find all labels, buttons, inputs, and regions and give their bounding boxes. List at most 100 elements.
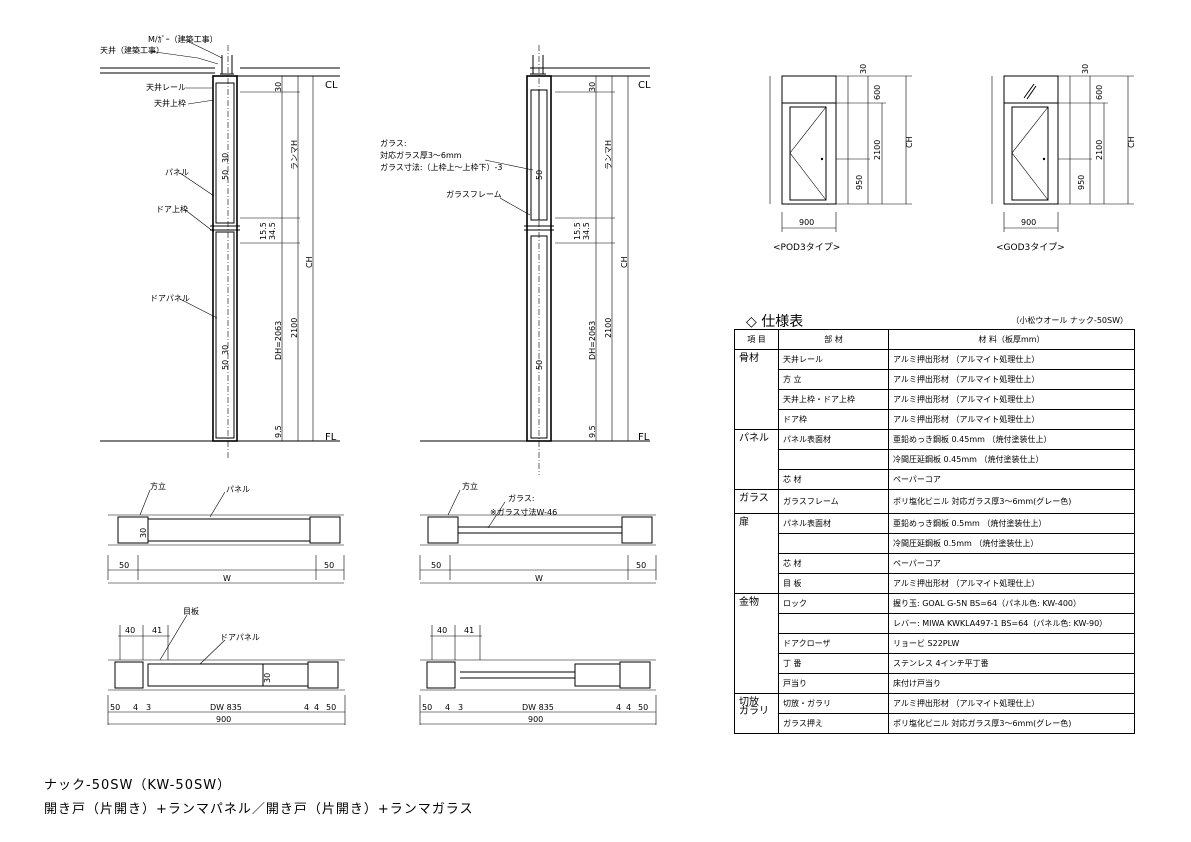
plan-glass xyxy=(419,489,657,584)
pod-caption: <POD3タイプ> xyxy=(773,242,840,253)
god-d600: 600 xyxy=(1095,85,1104,100)
spec-row: 骨材天井レールアルミ押出形材 （アルマイト処理仕上） xyxy=(734,349,1135,430)
spec-material: アルミ押出形材 （アルマイト処理仕上） xyxy=(888,409,1135,430)
spec-part xyxy=(778,449,889,470)
pod-d600: 600 xyxy=(873,85,882,100)
god-ch: CH xyxy=(1127,136,1136,148)
pod-w: 900 xyxy=(799,218,814,227)
pod-ch: CH xyxy=(905,136,914,148)
spec-part: 戸当り xyxy=(778,673,889,694)
dim-dw-b: DW 835 xyxy=(522,703,554,712)
spec-part: パネル表面材 xyxy=(778,513,889,534)
footer-description: 開き戸（片開き）+ランマパネル／開き戸（片開き）+ランマガラス xyxy=(44,802,474,817)
spec-row: 丁 番ステンレス 4インチ平丁番 xyxy=(735,653,1135,674)
footer-model: ナック-50SW（KW-50SW） xyxy=(44,778,232,793)
dim-b3-b: 3 xyxy=(458,703,463,712)
spec-row: ガラス押えポリ塩化ビニル 対応ガラス厚3～6mm(グレー色) xyxy=(735,713,1135,734)
spec-material: 冷間圧延鋼板 0.45mm （焼付塗装仕上） xyxy=(888,449,1135,470)
dim-b4r-b: 4 xyxy=(616,703,621,712)
spec-row: 冷間圧延鋼板 0.5mm （焼付塗装仕上） xyxy=(735,533,1135,554)
spec-material: アルミ押出形材 （アルマイト処理仕上） xyxy=(888,349,1135,370)
dim-ramma-right: ランマH xyxy=(604,140,613,170)
plan-panel xyxy=(107,489,345,584)
spec-material: レバー: MIWA KWKLA497-1 BS=64（パネル色: KW-90） xyxy=(888,613,1135,634)
spec-table-body: 項 目 部 材 材 料（板厚mm） 骨材天井レールアルミ押出形材 （アルマイト処… xyxy=(734,329,1135,734)
god-d950: 950 xyxy=(1077,175,1086,190)
dim-b50r-a: 50 xyxy=(326,703,336,712)
spec-part xyxy=(778,613,889,634)
spec-material: リョービ S22PLW xyxy=(888,633,1135,654)
spec-header: ◇ 仕様表 （小松ウオール ナック-50SW） xyxy=(734,311,1134,330)
dim-95-right: 9.5 xyxy=(588,425,597,438)
spec-category: パネル xyxy=(734,429,779,490)
spec-material: 床付け戸当り xyxy=(888,673,1135,694)
spec-table-container: ◇ 仕様表 （小松ウオール ナック-50SW） 項 目 部 材 材 料（板厚mm… xyxy=(734,311,1135,734)
label-ceiling: 天井（建築工事） xyxy=(100,45,164,55)
spec-part: 天井レール xyxy=(778,349,889,370)
spec-part: 切放・ガラリ xyxy=(778,693,889,714)
dim-345-left: 34.5 xyxy=(268,222,277,240)
dim-b50l-a: 50 xyxy=(110,703,120,712)
spec-row: 戸当り床付け戸当り xyxy=(735,673,1135,694)
spec-row: 金物ロック握り玉: GOAL G-5N BS=64（パネル色: KW-400） xyxy=(734,593,1135,694)
dim-top-right: 30 xyxy=(588,82,597,92)
spec-material: ポリ塩化ビニル 対応ガラス厚3～6mm(グレー色) xyxy=(888,489,1135,514)
spec-material: 亜鉛めっき鋼板 0.45mm （焼付塗装仕上） xyxy=(888,429,1135,450)
label-cl-left: CL xyxy=(325,80,338,91)
spec-part: 丁 番 xyxy=(778,653,889,674)
spec-row: 芯 材ペーパーコア xyxy=(735,553,1135,574)
god-caption: <GOD3タイプ> xyxy=(996,242,1065,253)
dim-2100-right: 2100 xyxy=(604,318,613,338)
label-face-board: 目板 xyxy=(183,606,199,616)
dim-top-left: 30 xyxy=(274,82,283,92)
dim-ch-right: CH xyxy=(620,256,629,268)
label-post-a: 方立 xyxy=(150,481,166,491)
num-50a-right: 50 xyxy=(535,170,544,180)
dim-b4l-b: 4 xyxy=(445,703,450,712)
spec-material: ペーパーコア xyxy=(888,469,1135,490)
label-glass-spec-1: 対応ガラス厚3～6mm xyxy=(380,150,462,160)
spec-row: 天井上枠・ドア上枠アルミ押出形材 （アルマイト処理仕上） xyxy=(735,389,1135,410)
god-w: 900 xyxy=(1021,218,1036,227)
label-ceiling-rail: 天井レール xyxy=(146,82,186,92)
spec-material: ステンレス 4インチ平丁番 xyxy=(888,653,1135,674)
spec-part: ドア枠 xyxy=(778,409,889,430)
dim-40-a: 40 xyxy=(125,626,135,635)
section-left xyxy=(100,39,340,460)
spec-category: 骨材 xyxy=(734,349,779,430)
dim-left-a: 50 xyxy=(119,561,129,570)
dim-40-b: 40 xyxy=(437,626,447,635)
god-d30: 30 xyxy=(1081,64,1090,74)
dim-total-a: 900 xyxy=(216,715,231,724)
plan-door-1 xyxy=(107,614,346,725)
spec-material: アルミ押出形材 （アルマイト処理仕上） xyxy=(888,573,1135,594)
label-mullion: M/ｶﾞｰ（建築工事） xyxy=(148,34,218,44)
spec-part: ドアクローザ xyxy=(778,633,889,654)
dim-right-b: 50 xyxy=(636,561,646,570)
spec-row: 扉パネル表面材亜鉛めっき鋼板 0.5mm （焼付塗装仕上） xyxy=(734,513,1135,594)
num-50b-right: 50 xyxy=(535,360,544,370)
spec-row: 冷間圧延鋼板 0.45mm （焼付塗装仕上） xyxy=(735,449,1135,470)
pod-d950: 950 xyxy=(855,175,864,190)
label-door-top-frame: ドア上枠 xyxy=(156,204,188,214)
dim-345-right: 34.5 xyxy=(582,222,591,240)
spec-material: ペーパーコア xyxy=(888,553,1135,574)
spec-row: ガラスガラスフレームポリ塩化ビニル 対応ガラス厚3～6mm(グレー色) xyxy=(734,489,1135,514)
spec-part xyxy=(778,533,889,554)
spec-subtitle: （小松ウオール ナック-50SW） xyxy=(1011,316,1128,325)
label-cl-right: CL xyxy=(638,80,651,91)
spec-category: 切放 ガラリ xyxy=(734,693,779,734)
dim-b4l-a: 4 xyxy=(133,703,138,712)
num-30b-left: 30 xyxy=(221,345,230,355)
spec-part: 芯 材 xyxy=(778,553,889,574)
label-glass-dim: ※ガラス寸法W-46 xyxy=(490,507,557,517)
spec-material: アルミ押出形材 （アルマイト処理仕上） xyxy=(888,693,1135,714)
dim-155-left: 15.5 xyxy=(259,222,268,240)
label-glass-spec-2: ガラス寸法:（上枠上～上枠下）-3 xyxy=(380,162,503,172)
spec-row: 目 板アルミ押出形材 （アルマイト処理仕上） xyxy=(735,573,1135,594)
label-glass: ガラス: xyxy=(380,138,407,148)
spec-part: ロック xyxy=(778,593,889,614)
dim-b4r2-a: 4 xyxy=(314,703,319,712)
label-post-b: 方立 xyxy=(462,481,478,491)
